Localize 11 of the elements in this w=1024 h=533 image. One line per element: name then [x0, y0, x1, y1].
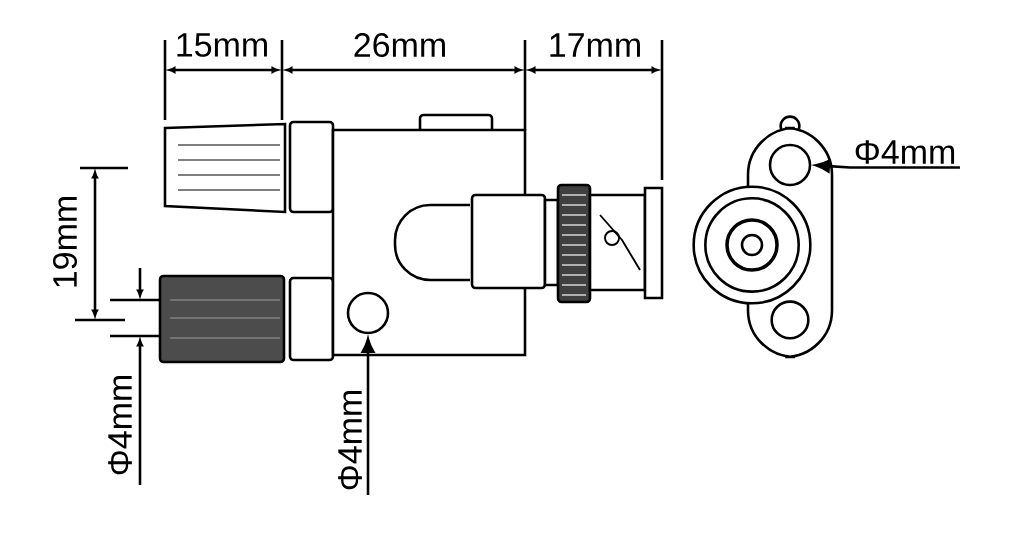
dimension-label: 15mm [177, 33, 267, 57]
dimension-label: Φ4mm [855, 140, 955, 164]
dimension-label: Φ4mm [338, 390, 362, 490]
mounting-hole [346, 291, 390, 335]
leader-line [361, 337, 375, 495]
mounting-hole [768, 143, 812, 187]
dimension-label: 19mm [53, 197, 78, 287]
dimension-label: 17mm [550, 33, 640, 57]
dimension-label: Φ4mm [108, 375, 132, 475]
leader-line [814, 159, 960, 173]
dimension-label: 26mm [354, 32, 445, 57]
